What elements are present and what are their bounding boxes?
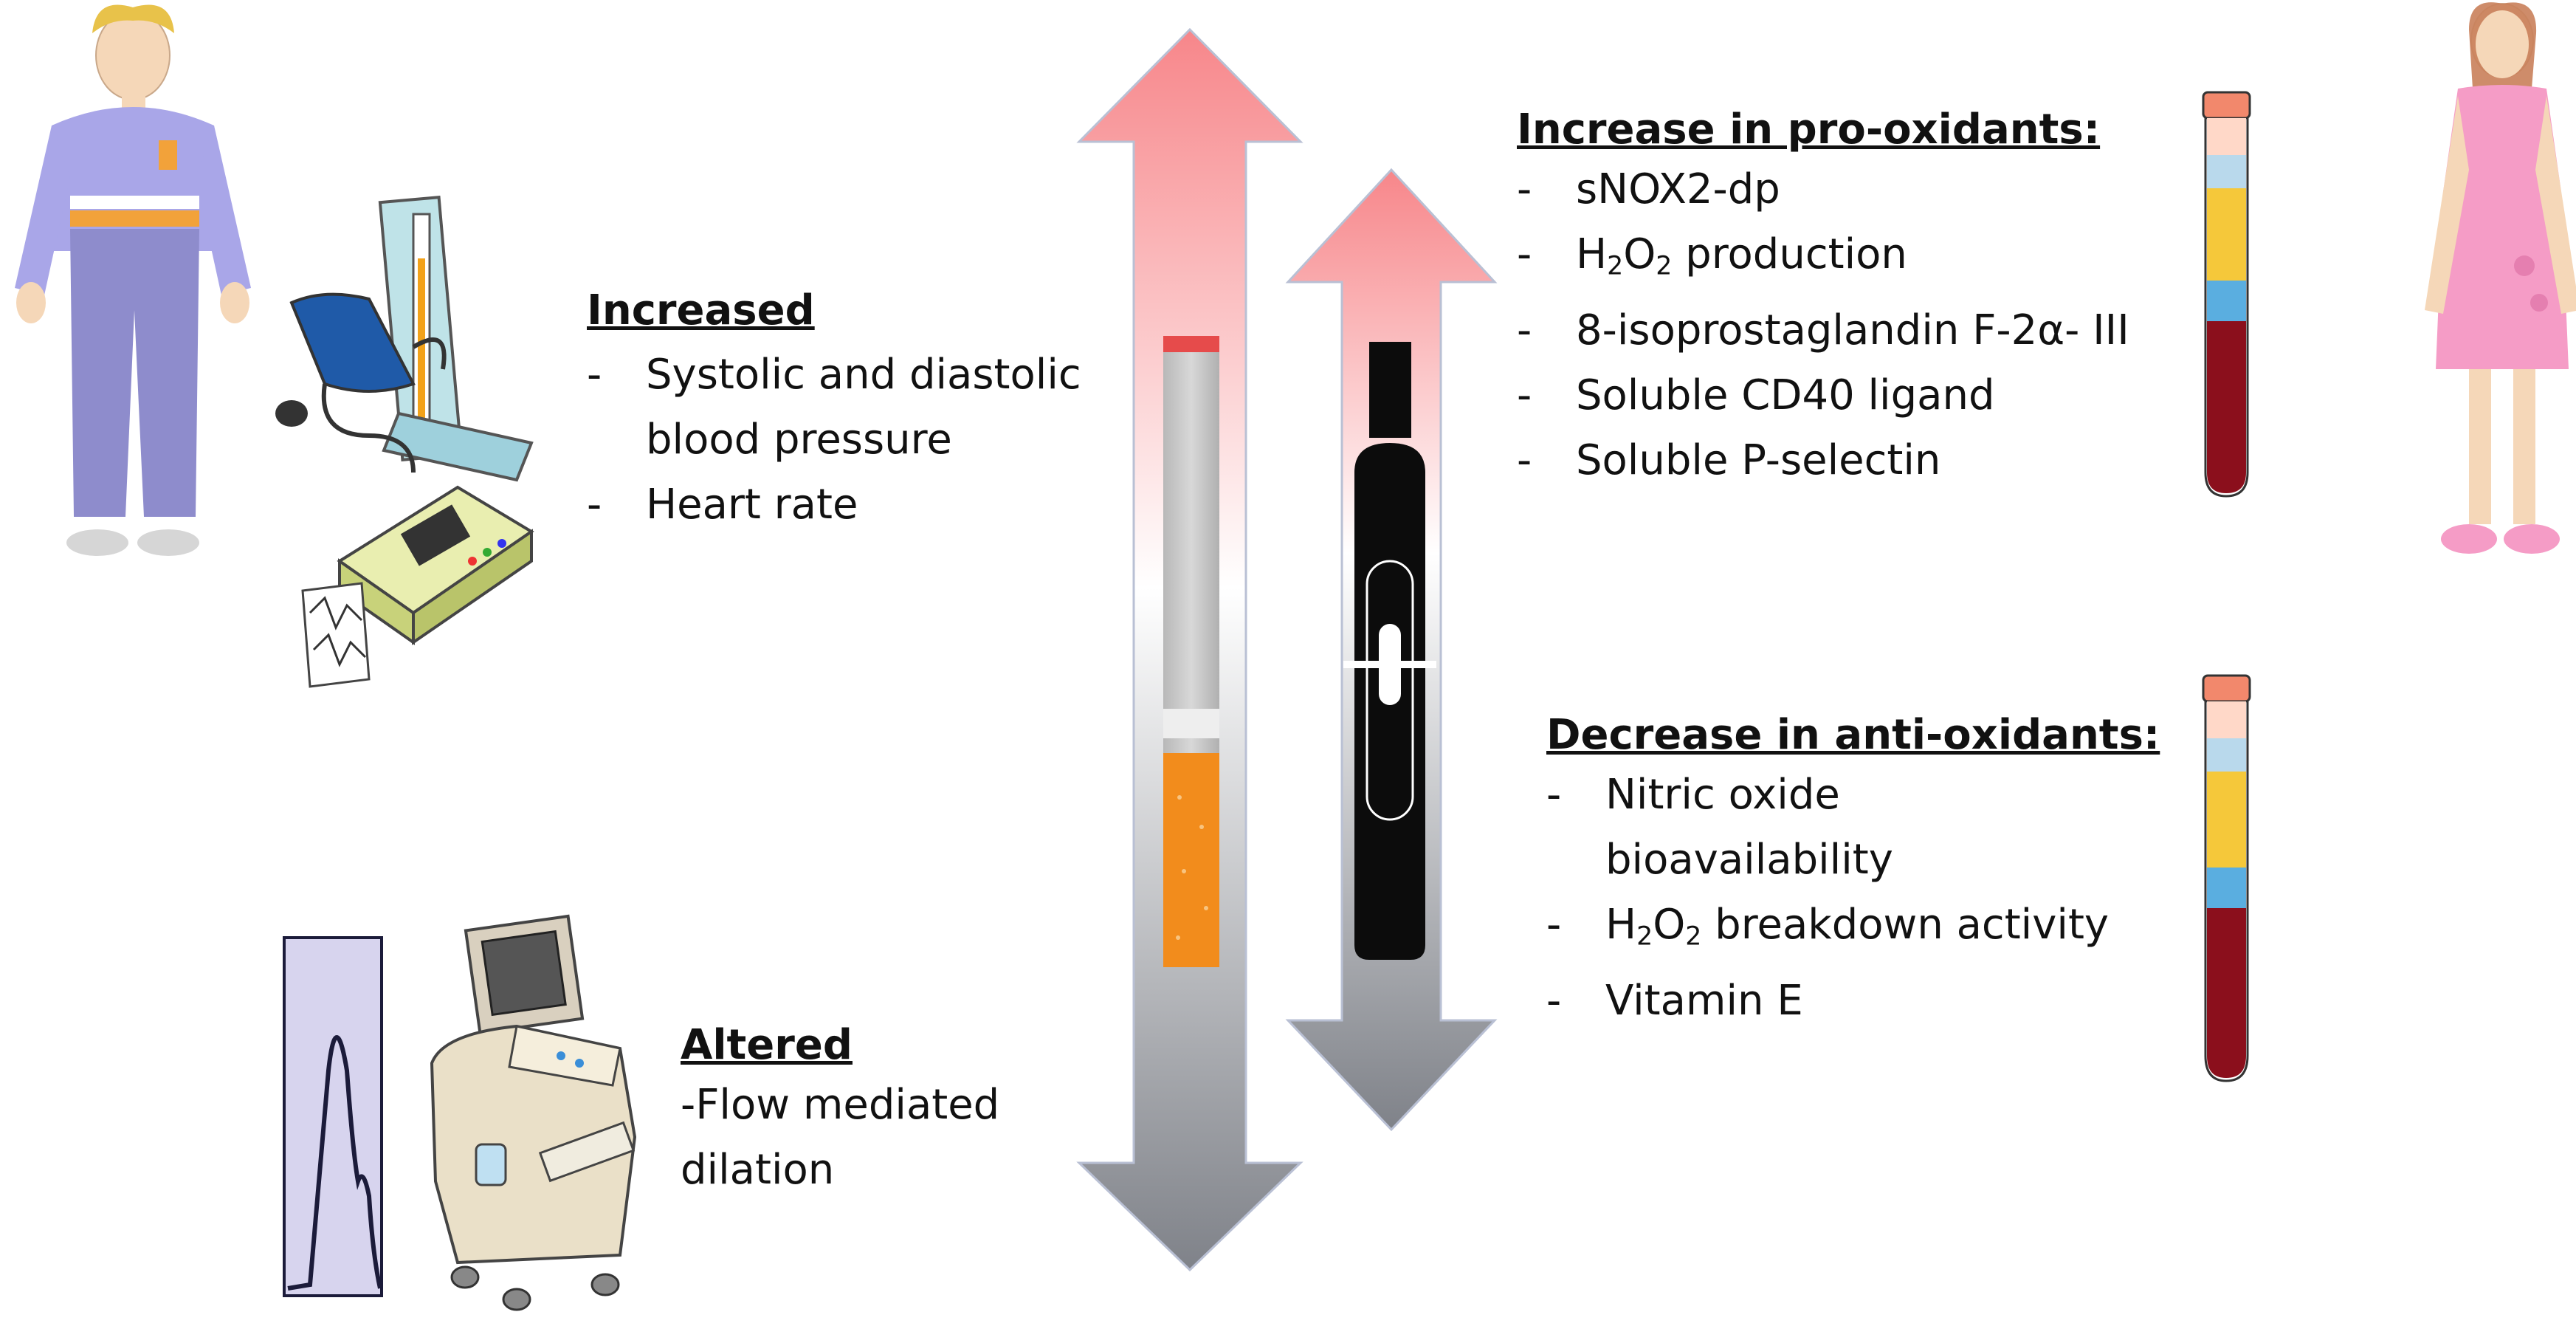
blood-tube-icon xyxy=(2202,91,2251,498)
list-item-text: Soluble P-selectin xyxy=(1576,436,1941,485)
heated-tobacco-device-icon xyxy=(1343,342,1436,960)
list-item: - Soluble P-selectin xyxy=(1517,428,2129,493)
cigarette-icon xyxy=(1163,336,1219,967)
list-item: - H2O2 breakdown activity xyxy=(1546,893,2160,969)
list-dash: - xyxy=(1546,977,1562,1026)
list-item-text: H2O2 production xyxy=(1576,230,1907,281)
altered-heading: Altered xyxy=(681,1021,853,1069)
list-dash: - xyxy=(1517,371,1532,420)
physiological-effects-block: Increased - Systolic and diastolic blood… xyxy=(587,284,1081,537)
ultrasound-machine-icon xyxy=(430,914,637,1311)
vascular-effects-block: Altered -Flow mediated dilation xyxy=(681,1019,999,1203)
blood-tube-icon-2 xyxy=(2202,674,2251,1082)
list-dash: - xyxy=(1517,165,1532,213)
pro-oxidants-heading: Increase in pro-oxidants: xyxy=(1517,106,2101,154)
list-dash: - xyxy=(1517,436,1532,485)
list-item-text-continued: blood pressure xyxy=(646,415,952,464)
physiological-list: - Systolic and diastolic blood pressure … xyxy=(587,343,1081,537)
list-dash: - xyxy=(587,350,602,399)
list-item: - Heart rate xyxy=(587,473,1081,537)
list-dash: - xyxy=(1546,770,1562,819)
man-figure xyxy=(15,4,251,556)
list-item-text: Vitamin E xyxy=(1605,977,1803,1026)
list-item-text: Soluble CD40 ligand xyxy=(1576,371,1995,420)
list-item-text-continued: bioavailability xyxy=(1605,835,1893,884)
list-dash: - xyxy=(1517,230,1532,278)
list-item-text: H2O2 breakdown activity xyxy=(1605,900,2110,952)
list-dash: - xyxy=(1546,900,1562,949)
altered-text-line2: dilation xyxy=(681,1145,835,1194)
list-item: - Vitamin E xyxy=(1546,969,2160,1034)
list-dash: - xyxy=(1517,306,1532,355)
list-item-text: Heart rate xyxy=(646,480,858,529)
list-item-text: Systolic and diastolic xyxy=(646,350,1081,399)
list-item-text: sNOX2-dp xyxy=(1576,165,1780,213)
list-item: - sNOX2-dp xyxy=(1517,157,2129,222)
increased-heading: Increased xyxy=(587,286,815,334)
pro-oxidants-list: - sNOX2-dp - H2O2 production - 8-isopros… xyxy=(1517,157,2129,494)
altered-text-line1: -Flow mediated xyxy=(681,1080,1000,1129)
list-item: - Systolic and diastolic blood pressure xyxy=(587,343,1081,473)
list-item: - Nitric oxide bioavailability xyxy=(1546,763,2160,893)
waveform-icon xyxy=(283,936,383,1297)
blood-pressure-monitor-icon xyxy=(275,196,534,482)
list-dash: - xyxy=(587,480,602,529)
pro-oxidants-block: Increase in pro-oxidants: - sNOX2-dp - H… xyxy=(1517,103,2129,493)
list-item-text: 8-isoprostaglandin F-2α- III xyxy=(1576,306,2129,355)
woman-figure xyxy=(2425,2,2576,554)
list-item: - Soluble CD40 ligand xyxy=(1517,363,2129,428)
list-item: - 8-isoprostaglandin F-2α- III xyxy=(1517,298,2129,363)
list-item-text: Nitric oxide xyxy=(1605,770,1840,819)
anti-oxidants-list: - Nitric oxide bioavailability - H2O2 br… xyxy=(1546,763,2160,1034)
anti-oxidants-heading: Decrease in anti-oxidants: xyxy=(1546,711,2160,759)
ecg-machine-icon xyxy=(301,485,534,688)
anti-oxidants-block: Decrease in anti-oxidants: - Nitric oxid… xyxy=(1546,709,2160,1034)
list-item: - H2O2 production xyxy=(1517,222,2129,299)
